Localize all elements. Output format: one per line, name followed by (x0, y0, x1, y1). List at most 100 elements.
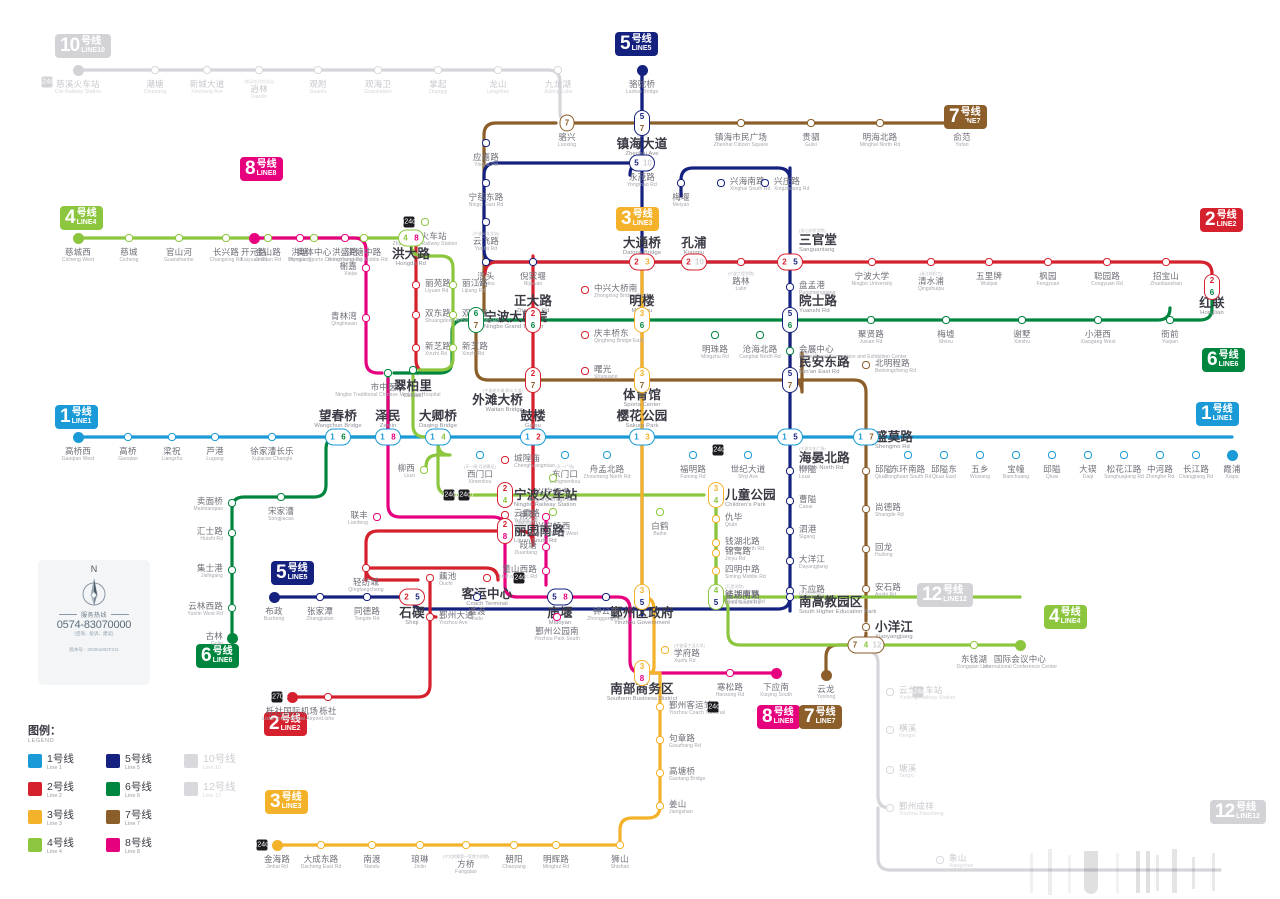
station-dot[interactable] (942, 316, 950, 324)
station-dot[interactable] (602, 593, 610, 601)
station-dot[interactable] (1103, 258, 1111, 266)
station-dot[interactable] (737, 258, 745, 266)
station-dot[interactable] (374, 66, 382, 74)
station-dot[interactable] (786, 557, 794, 565)
station-dot[interactable] (936, 856, 944, 864)
xf-luoxing[interactable]: 7 (559, 114, 575, 132)
station-dot[interactable] (228, 604, 236, 612)
station-dot[interactable] (862, 545, 870, 553)
station-dot[interactable] (1044, 258, 1052, 266)
station-dot[interactable] (786, 467, 794, 475)
station-dot[interactable] (1192, 451, 1200, 459)
station-terminus-dot[interactable] (226, 632, 238, 644)
station-dot[interactable] (363, 593, 371, 601)
station-dot[interactable] (661, 646, 669, 654)
station-terminus-dot[interactable] (636, 64, 648, 76)
station-label[interactable]: 孔浦Kongpu (681, 236, 706, 257)
station-terminus-dot[interactable] (72, 232, 84, 244)
station-dot[interactable] (268, 433, 276, 441)
station-dot[interactable] (228, 499, 236, 507)
station-dot[interactable] (310, 234, 318, 242)
station-dot[interactable] (554, 66, 562, 74)
station-dot[interactable] (761, 179, 769, 187)
station-dot[interactable] (904, 451, 912, 459)
station-dot[interactable] (483, 574, 491, 582)
station-dot[interactable] (255, 66, 263, 74)
station-dot[interactable] (368, 841, 376, 849)
station-dot[interactable] (412, 344, 420, 352)
station-dot[interactable] (656, 769, 664, 777)
station-dot[interactable] (726, 669, 734, 677)
station-dot[interactable] (581, 331, 589, 339)
station-dot[interactable] (786, 527, 794, 535)
station-dot[interactable] (175, 234, 183, 242)
station-dot[interactable] (482, 139, 490, 147)
station-dot[interactable] (228, 529, 236, 537)
station-dot[interactable] (862, 361, 870, 369)
station-dot[interactable] (449, 281, 457, 289)
station-dot[interactable] (316, 593, 324, 601)
station-dot[interactable] (449, 344, 457, 352)
station-dot[interactable] (656, 703, 664, 711)
station-dot[interactable] (552, 841, 560, 849)
station-terminus-dot[interactable] (1014, 639, 1026, 651)
station-dot[interactable] (1012, 451, 1020, 459)
station-dot[interactable] (886, 804, 894, 812)
station-terminus-dot[interactable] (286, 691, 298, 703)
station-dot[interactable] (324, 693, 332, 701)
station-dot[interactable] (712, 515, 720, 523)
station-dot[interactable] (1156, 451, 1164, 459)
